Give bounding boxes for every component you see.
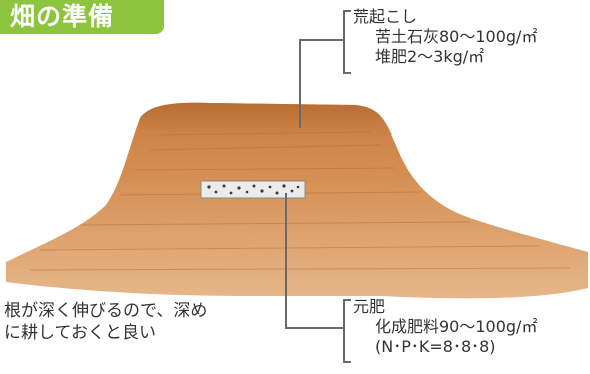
- base-fertilizer-heading: 元肥: [353, 297, 386, 316]
- title-badge: 畑の準備: [0, 0, 164, 34]
- bottom-label-bracket: [343, 299, 351, 363]
- ridge-top-surface: [138, 102, 392, 138]
- tilling-note-line2: に耕しておくと良い: [4, 323, 156, 343]
- compost-amount: 堆肥2～3kg/㎡: [375, 47, 485, 66]
- bottom-leader-line: [285, 193, 343, 329]
- soil-ridge: [6, 102, 588, 299]
- top-label-bracket: [343, 10, 351, 74]
- top-leader-line: [299, 39, 343, 128]
- tilling-note: 根が深く伸びるので、深め に耕しておくと良い: [4, 300, 207, 344]
- lime-amount: 苦土石灰80～100g/㎡: [375, 27, 538, 46]
- tilling-note-line1: 根が深く伸びるので、深め: [4, 301, 208, 321]
- npk-ratio: (N･P･K=8･8･8): [375, 337, 496, 356]
- tilling-heading: 荒起こし: [353, 7, 418, 26]
- page-title: 畑の準備: [10, 2, 115, 31]
- fertilizer-strip: [200, 180, 306, 199]
- tilling-label: 荒起こし 苦土石灰80～100g/㎡ 堆肥2～3kg/㎡: [353, 7, 537, 67]
- base-fertilizer-label: 元肥 化成肥料90～100g/㎡ (N･P･K=8･8･8): [353, 297, 537, 357]
- chemical-fertilizer-amount: 化成肥料90～100g/㎡: [375, 317, 538, 336]
